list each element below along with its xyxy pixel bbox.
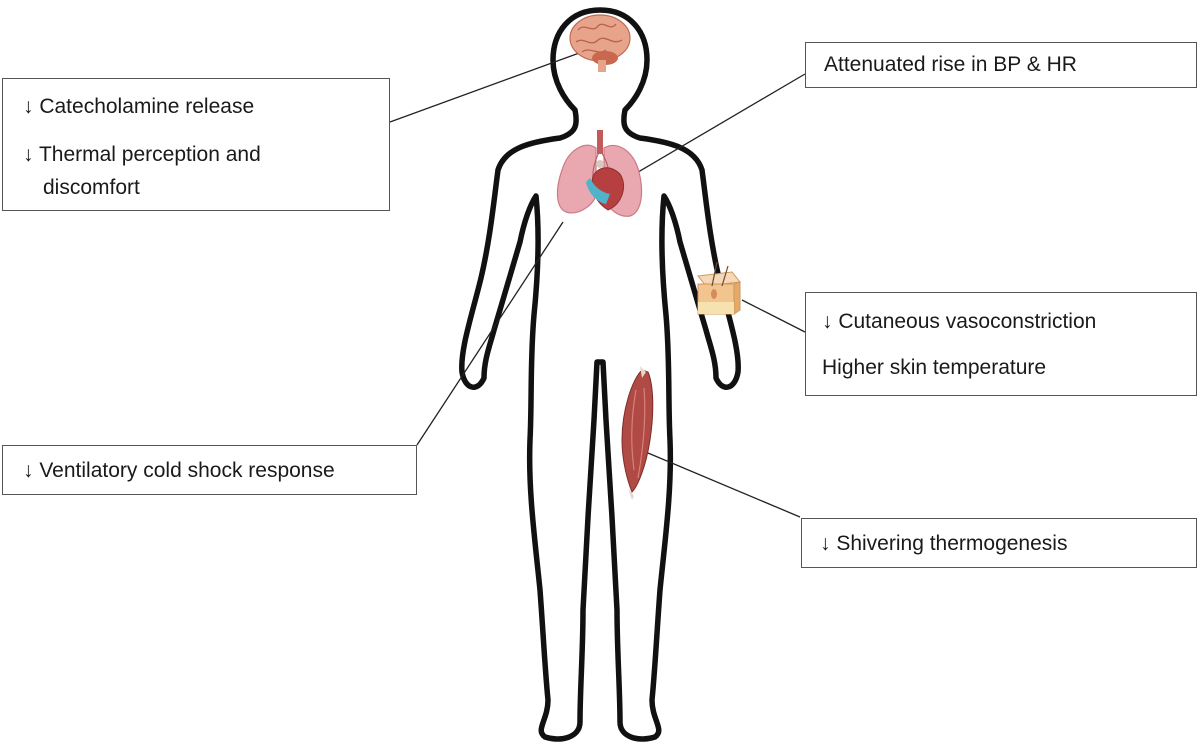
skin-section-icon xyxy=(697,261,741,315)
brain-callout-box: ↓ Catecholamine release ↓ Thermal percep… xyxy=(2,78,390,211)
skin-callout-line-2: Higher skin temperature xyxy=(822,356,1047,379)
heart-callout-box: Attenuated rise in BP & HR xyxy=(805,42,1197,88)
thigh-muscle-icon xyxy=(621,366,654,500)
muscle-connector xyxy=(647,452,801,518)
muscle-callout-box: ↓ Shivering thermogenesis xyxy=(801,518,1197,568)
lungs-connector xyxy=(416,221,564,446)
lungs-callout-box: ↓ Ventilatory cold shock response xyxy=(2,445,417,495)
skin-callout-box: ↓ Cutaneous vasoconstriction Higher skin… xyxy=(805,292,1197,396)
lungs-callout-line-1: ↓ Ventilatory cold shock response xyxy=(23,459,335,482)
brain-icon xyxy=(569,14,631,72)
brain-callout-line-1: ↓ Catecholamine release xyxy=(23,95,255,118)
brain-callout-line-2: ↓ Thermal perception and xyxy=(23,143,261,166)
brain-callout-line-3: discomfort xyxy=(43,176,140,199)
brain-connector xyxy=(389,51,583,123)
heart-connector xyxy=(627,73,806,179)
muscle-callout-line-1: ↓ Shivering thermogenesis xyxy=(820,532,1068,555)
heart-callout-line-1: Attenuated rise in BP & HR xyxy=(824,53,1077,76)
skin-connector xyxy=(741,299,806,333)
skin-callout-line-1: ↓ Cutaneous vasoconstriction xyxy=(822,310,1097,333)
lungs-heart-icon xyxy=(556,130,643,217)
body-outline xyxy=(459,7,741,742)
